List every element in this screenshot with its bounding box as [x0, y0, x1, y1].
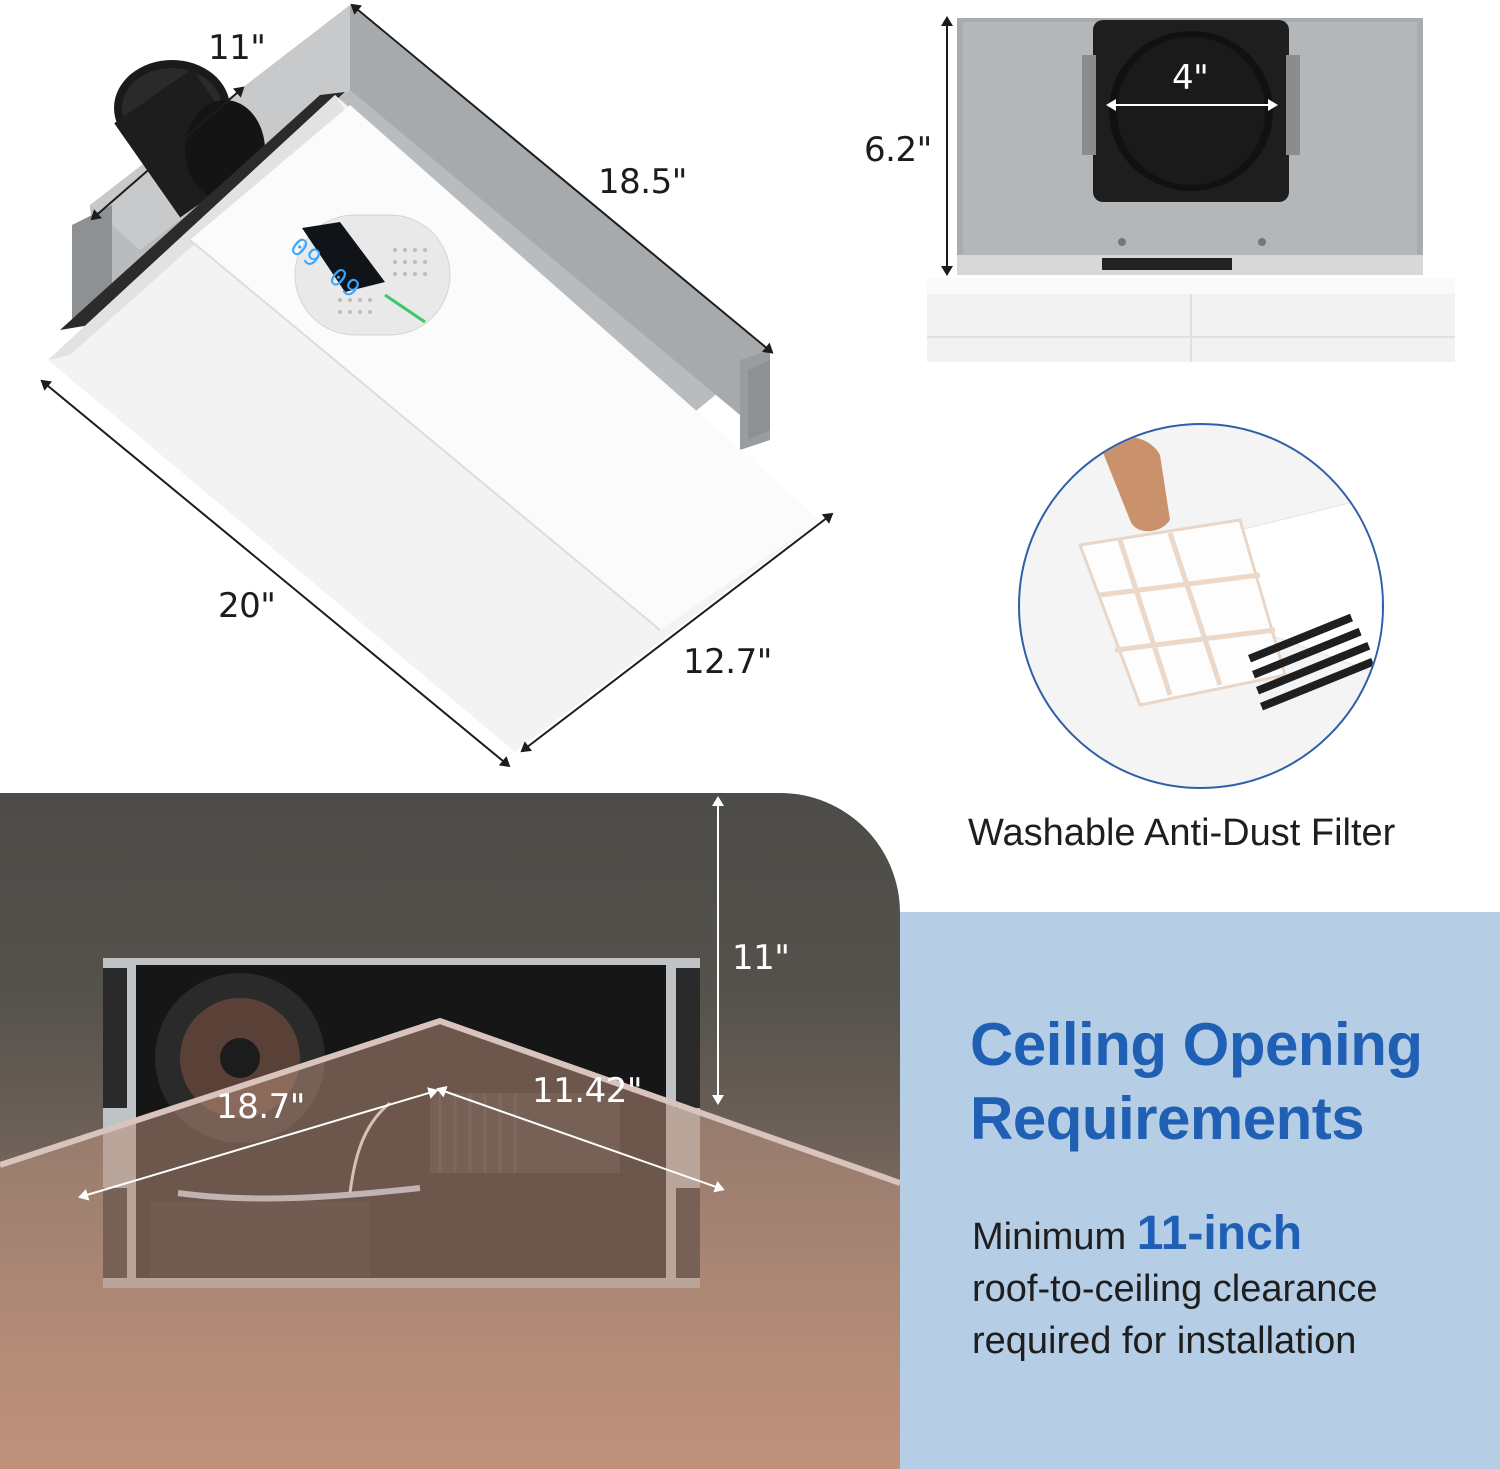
requirement-line1: Minimum 11-inch [972, 1208, 1492, 1263]
duct-diameter-dim-line [1106, 99, 1278, 111]
clearance-dim-line [712, 796, 724, 1105]
installed-unit-illustration [0, 958, 900, 1469]
filter-removal-illustration [1077, 436, 1382, 711]
filter-detail-circle [1018, 423, 1384, 789]
filter-caption: Washable Anti-Dust Filter [968, 812, 1396, 854]
ceiling-title: Ceiling Opening Requirements [970, 1008, 1490, 1156]
product-side-view: 6.2" 4" [860, 0, 1500, 380]
length-label: 18.5" [598, 162, 687, 202]
height-dim-line [941, 16, 953, 276]
duct-depth-label: 11" [208, 28, 266, 68]
opening-length-label: 18.7" [216, 1087, 305, 1127]
duct-diameter-label: 4" [1172, 58, 1209, 98]
product-isometric-view: 09 09 11" 18.5" 20" 12.7" [0, 0, 900, 790]
requirement-prefix: Minimum [972, 1216, 1137, 1258]
requirement-line3: required for installation [972, 1320, 1357, 1362]
requirements-panel [900, 912, 1500, 1469]
ceiling-install-view: 11" 18.7" 11.42" [0, 793, 900, 1469]
requirement-highlight: 11-inch [1136, 1207, 1303, 1260]
opening-width-label: 11.42" [532, 1071, 642, 1111]
clearance-label: 11" [732, 938, 790, 978]
requirement-line2: roof-to-ceiling clearance [972, 1268, 1378, 1310]
ceiling-title-line1: Ceiling Opening [970, 1011, 1423, 1078]
side-view-illustration [927, 18, 1455, 362]
width-front-label: 20" [218, 586, 276, 626]
requirement-text: Minimum 11-inch roof-to-ceiling clearanc… [972, 1208, 1492, 1367]
ceiling-title-line2: Requirements [970, 1085, 1365, 1152]
depth-front-label: 12.7" [683, 642, 772, 682]
height-label: 6.2" [864, 130, 932, 170]
